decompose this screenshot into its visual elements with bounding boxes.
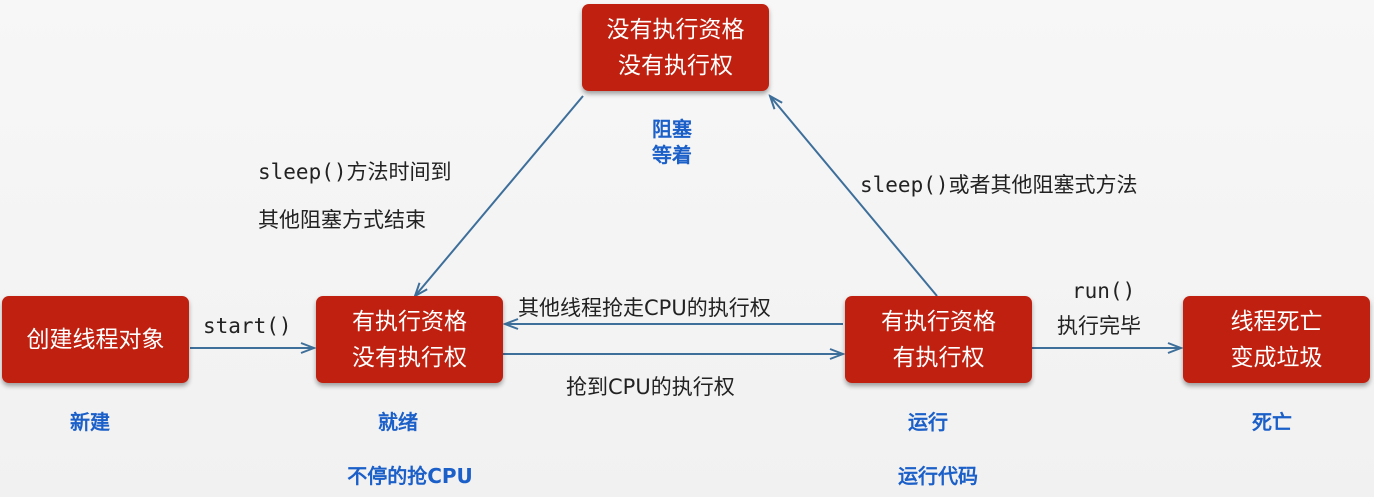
run-edge-label-line1: run() (1072, 279, 1136, 303)
running-state-line1: 有执行资格 (881, 308, 996, 335)
new-state-text: 创建线程对象 (26, 326, 165, 353)
run-edge-label-line2: 执行完毕 (1057, 314, 1141, 338)
running-state-note: 运行代码 (898, 464, 978, 488)
blocked-state-box: 没有执行资格 没有执行权 (582, 4, 769, 91)
ready-state-line1: 有执行资格 (352, 308, 467, 335)
preempted-edge-label: 其他线程抢走CPU的执行权 (518, 296, 771, 320)
new-state-label: 新建 (70, 410, 110, 434)
blocked-state-line2: 没有执行权 (618, 52, 733, 79)
running-state-box: 有执行资格 有执行权 (845, 296, 1032, 383)
new-state-box: 创建线程对象 (2, 296, 189, 383)
blocked-state-line1: 没有执行资格 (606, 16, 745, 43)
start-edge-label: start() (203, 314, 292, 338)
arrow-blocked-to-ready (415, 95, 584, 296)
dead-state-line2: 变成垃圾 (1230, 344, 1323, 371)
dead-state-box: 线程死亡 变成垃圾 (1183, 296, 1370, 383)
dead-state-label: 死亡 (1252, 410, 1292, 434)
get-cpu-edge-label: 抢到CPU的执行权 (566, 375, 735, 399)
arrow-to-blocked (770, 96, 938, 297)
to-blocked-edge-label: sleep()或者其他阻塞式方法 (860, 173, 1138, 197)
ready-state-note: 不停的抢CPU (347, 464, 473, 488)
blocked-state-label: 阻塞 等着 (622, 116, 722, 168)
sleep-end-edge-label-line1: sleep()方法时间到 (258, 160, 452, 184)
ready-state-box: 有执行资格 没有执行权 (316, 296, 503, 383)
sleep-end-edge-label-line2: 其他阻塞方式结束 (258, 208, 426, 232)
ready-state-label: 就绪 (378, 410, 418, 434)
blocked-label-line2: 等着 (652, 143, 692, 167)
running-state-line2: 有执行权 (892, 344, 985, 371)
dead-state-line1: 线程死亡 (1230, 308, 1323, 335)
blocked-label-line1: 阻塞 (652, 117, 692, 141)
running-state-label: 运行 (908, 410, 948, 434)
ready-state-line2: 没有执行权 (352, 344, 467, 371)
